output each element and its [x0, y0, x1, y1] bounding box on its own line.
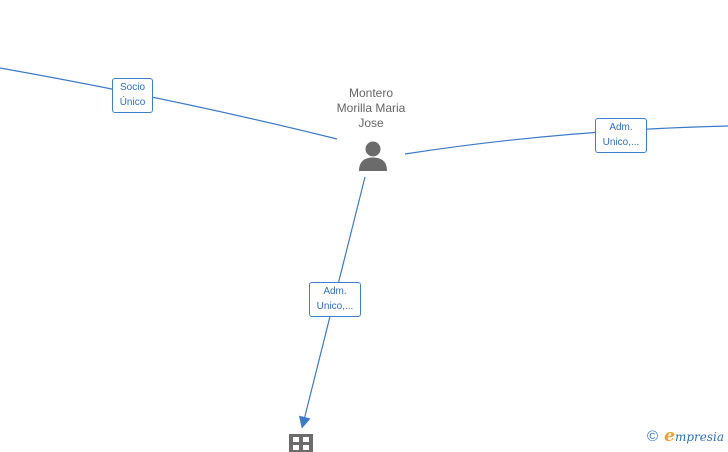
edge-label-line: Unico,... [316, 301, 354, 312]
edge-label-line: Socio [119, 82, 145, 93]
person-name[interactable]: Montero Morilla Maria Jose [316, 86, 426, 131]
edge-label-line: Adm. [609, 122, 633, 133]
building-icon[interactable] [289, 434, 313, 452]
edge-label-adm-unico-down[interactable]: Adm. Unico,... [309, 282, 361, 317]
edge-right[interactable] [404, 125, 728, 155]
edge-left[interactable] [0, 67, 338, 140]
edge-label-line: Adm. [323, 286, 347, 297]
copyright-icon: © [647, 427, 659, 445]
edge-label-socio-unico[interactable]: Socio Único [112, 78, 153, 113]
person-name-line: Montero [348, 86, 394, 100]
person-name-line: Jose [358, 116, 384, 130]
edge-label-line: Único [119, 97, 146, 108]
person-icon[interactable] [358, 140, 388, 172]
person-name-line: Morilla Maria [336, 101, 406, 115]
edge-label-line: Unico,... [602, 137, 640, 148]
copyright-watermark: © empresia [647, 426, 724, 446]
edge-label-adm-unico-right[interactable]: Adm. Unico,... [595, 118, 647, 153]
brand-logo: empresia [664, 426, 724, 446]
